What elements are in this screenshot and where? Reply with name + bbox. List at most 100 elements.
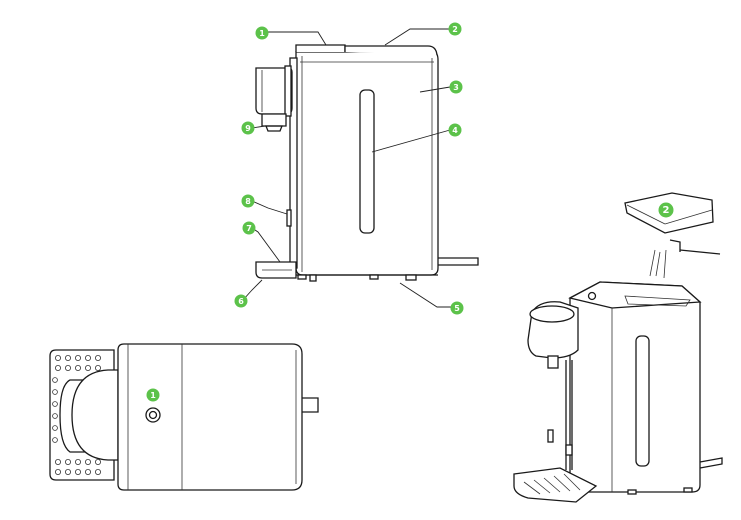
lift-arrow bbox=[669, 239, 681, 252]
tray-hole bbox=[85, 364, 92, 371]
power-button bbox=[145, 407, 161, 423]
tray-hole bbox=[65, 354, 72, 361]
top-body bbox=[117, 343, 303, 491]
tray-hole bbox=[75, 354, 82, 361]
perspective-callout-2: 2 bbox=[658, 202, 674, 218]
svg-text:3: 3 bbox=[453, 83, 459, 92]
top-power-cord bbox=[302, 397, 319, 413]
tray-hole bbox=[85, 354, 92, 361]
tray-hole bbox=[55, 364, 62, 371]
lid-edge-2 bbox=[664, 209, 713, 225]
perspective-top bbox=[568, 281, 702, 309]
tray-hole bbox=[52, 377, 58, 383]
side-view: 1 2 3 4 5 6 7 8 bbox=[234, 22, 479, 315]
tray-hole bbox=[85, 468, 92, 475]
foot-a bbox=[309, 274, 317, 282]
tray-hole bbox=[55, 458, 62, 465]
callout-5: 5 bbox=[450, 301, 464, 315]
tray-hole bbox=[52, 425, 58, 431]
tray-hole bbox=[52, 437, 58, 443]
tray-hole bbox=[65, 468, 72, 475]
tray-hole bbox=[95, 458, 102, 465]
svg-text:5: 5 bbox=[454, 304, 460, 313]
svg-text:6: 6 bbox=[238, 297, 244, 306]
water-level-window bbox=[359, 89, 375, 234]
svg-text:7: 7 bbox=[246, 224, 252, 233]
tray-slot bbox=[553, 475, 571, 492]
lid-edge bbox=[626, 204, 666, 225]
callout-1: 1 bbox=[255, 26, 269, 40]
perspective-side-button-2 bbox=[565, 444, 573, 456]
side-button bbox=[286, 209, 292, 227]
leader-6 bbox=[242, 279, 263, 301]
spout-tip bbox=[265, 125, 283, 132]
tray-hole bbox=[95, 364, 102, 371]
power-icon bbox=[148, 410, 158, 420]
perspective-foot-2 bbox=[683, 487, 693, 493]
tray-hole bbox=[95, 354, 102, 361]
tray-hole bbox=[75, 458, 82, 465]
svg-text:1: 1 bbox=[150, 391, 156, 400]
perspective-body bbox=[569, 281, 701, 493]
tray-hole bbox=[55, 468, 62, 475]
tray-slot bbox=[543, 477, 561, 493]
perspective-side-button bbox=[547, 429, 554, 443]
callout-8: 8 bbox=[241, 194, 255, 208]
foot-b bbox=[369, 274, 379, 280]
callout-2: 2 bbox=[448, 22, 462, 36]
svg-text:2: 2 bbox=[452, 25, 458, 34]
perspective-foot bbox=[627, 489, 637, 495]
leader-7 bbox=[251, 227, 281, 263]
tray-slot bbox=[533, 479, 551, 494]
tray-hole bbox=[52, 413, 58, 419]
callout-9: 9 bbox=[241, 121, 255, 135]
tray-hole bbox=[85, 458, 92, 465]
leader-8 bbox=[251, 200, 288, 215]
top-spout bbox=[71, 369, 119, 461]
top-view: 1 bbox=[49, 343, 319, 491]
perspective-nozzle bbox=[547, 355, 559, 369]
callout-4: 4 bbox=[448, 123, 462, 137]
callout-7: 7 bbox=[242, 221, 256, 235]
tray-hole bbox=[65, 458, 72, 465]
callout-6: 6 bbox=[234, 294, 248, 308]
leader-1 bbox=[268, 31, 327, 46]
tank-opening bbox=[624, 295, 691, 307]
svg-text:4: 4 bbox=[452, 126, 458, 135]
tray-hole bbox=[52, 401, 58, 407]
svg-text:8: 8 bbox=[245, 197, 251, 206]
tray-slot bbox=[523, 481, 541, 495]
side-top-cap bbox=[295, 44, 346, 52]
spout-nozzle bbox=[261, 113, 287, 127]
tray-hole bbox=[95, 468, 102, 475]
cord-top bbox=[679, 249, 721, 255]
spout-top bbox=[529, 305, 575, 323]
top-callout-1: 1 bbox=[146, 388, 160, 402]
side-lid bbox=[344, 45, 438, 56]
foot-rear bbox=[405, 274, 417, 281]
tray-slot bbox=[563, 473, 581, 491]
svg-text:2: 2 bbox=[663, 205, 670, 216]
svg-text:1: 1 bbox=[259, 29, 265, 38]
leader-3 bbox=[419, 86, 451, 93]
tray-hole bbox=[65, 364, 72, 371]
perspective-drip-tray bbox=[513, 467, 598, 503]
perspective-cord bbox=[699, 457, 723, 469]
tray-holes bbox=[52, 354, 102, 475]
perspective-view: 2 bbox=[513, 192, 723, 503]
tray-hole bbox=[75, 468, 82, 475]
tray-hole bbox=[52, 389, 58, 395]
perspective-window bbox=[635, 335, 650, 467]
leader-5 bbox=[399, 282, 451, 308]
leader-4 bbox=[371, 129, 451, 153]
perspective-power-button bbox=[587, 291, 597, 301]
foot-front bbox=[297, 274, 307, 280]
tray-hole bbox=[75, 364, 82, 371]
leader-2 bbox=[384, 28, 453, 46]
perspective-tray-grid bbox=[523, 473, 581, 495]
svg-text:9: 9 bbox=[245, 124, 251, 133]
side-body bbox=[295, 51, 439, 276]
callout-3: 3 bbox=[449, 80, 463, 94]
lift-lines bbox=[649, 249, 667, 279]
